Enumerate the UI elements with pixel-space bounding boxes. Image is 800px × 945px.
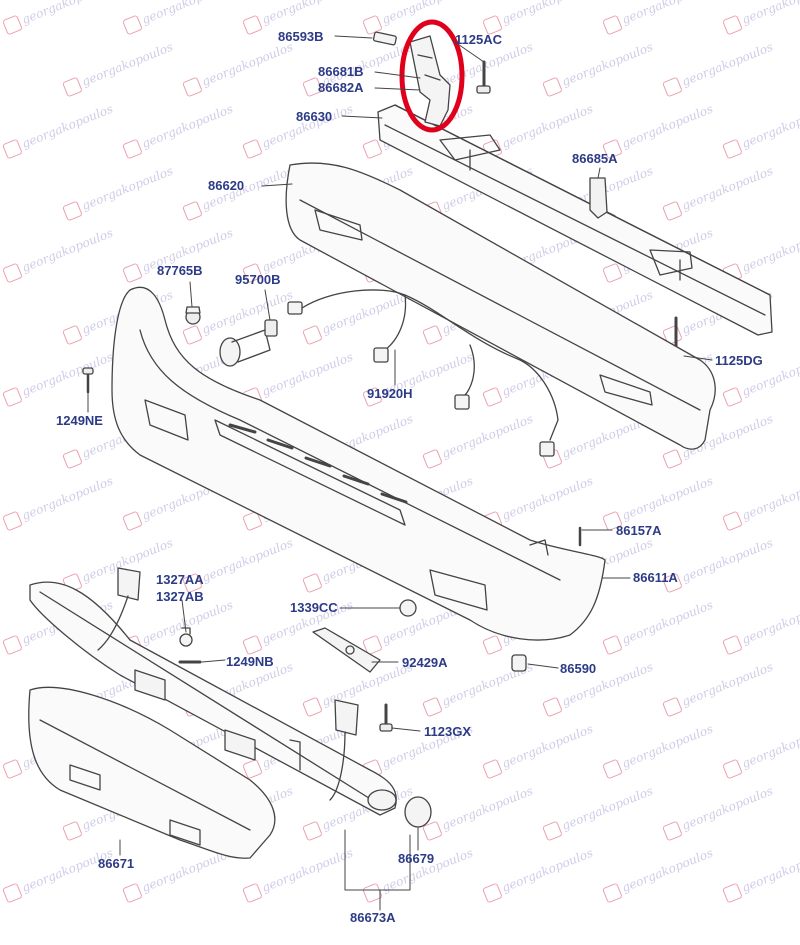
bolt-1125AC	[476, 60, 491, 94]
label-86630: 86630	[296, 109, 333, 124]
bracket-86685A	[589, 177, 616, 219]
label-86593B: 86593B	[278, 29, 324, 44]
label-86671: 86671	[98, 856, 135, 871]
label-86157A: 86157A	[616, 523, 662, 538]
lower-cover-86671	[28, 686, 276, 859]
bumper-beam-86630	[377, 104, 773, 336]
label-86685A: 86685A	[572, 151, 618, 166]
end-cap-86679	[404, 796, 432, 828]
label-1125AC: 1125AC	[455, 32, 502, 47]
label-86620: 86620	[208, 178, 245, 193]
label-1249NE: 1249NE	[56, 413, 103, 428]
label-87765B: 87765B	[157, 263, 203, 278]
label-1249NB: 1249NB	[226, 654, 274, 669]
label-95700B: 95700B	[235, 272, 281, 287]
clip-87765B	[185, 306, 201, 325]
sensor-95700B	[219, 319, 278, 367]
label-1339CC: 1339CC	[290, 600, 338, 615]
bolt-1123GX	[379, 703, 393, 732]
label-86679: 86679	[398, 851, 435, 866]
nut-1339CC	[399, 599, 417, 617]
plate-92429A	[312, 627, 381, 673]
label-86682A: 86682A	[318, 80, 364, 95]
label-91920H: 91920H	[367, 386, 413, 401]
clip-86590	[511, 654, 527, 672]
label-1125DG: 1125DG	[715, 353, 763, 368]
bracket-86681B	[409, 35, 451, 127]
label-86611A: 86611A	[633, 570, 678, 585]
label-1327AB: 1327AB	[156, 589, 204, 604]
label-86590: 86590	[560, 661, 597, 676]
label-1123GX: 1123GX	[424, 724, 471, 739]
nut-1327AA	[179, 627, 193, 647]
wiring-harness-91920H	[287, 289, 559, 457]
label-86673A: 86673A	[350, 910, 396, 925]
bumper-86611A	[111, 286, 606, 641]
label-86681B: 86681B	[318, 64, 364, 79]
guard-bar-86673A	[29, 567, 397, 816]
screw-1249NE	[82, 367, 94, 394]
label-1327AA: 1327AA	[156, 572, 204, 587]
clip-86593B	[372, 31, 397, 46]
leader-lines	[87, 35, 713, 911]
bumper-cover-86620	[285, 162, 716, 450]
label-92429A: 92429A	[402, 655, 448, 670]
